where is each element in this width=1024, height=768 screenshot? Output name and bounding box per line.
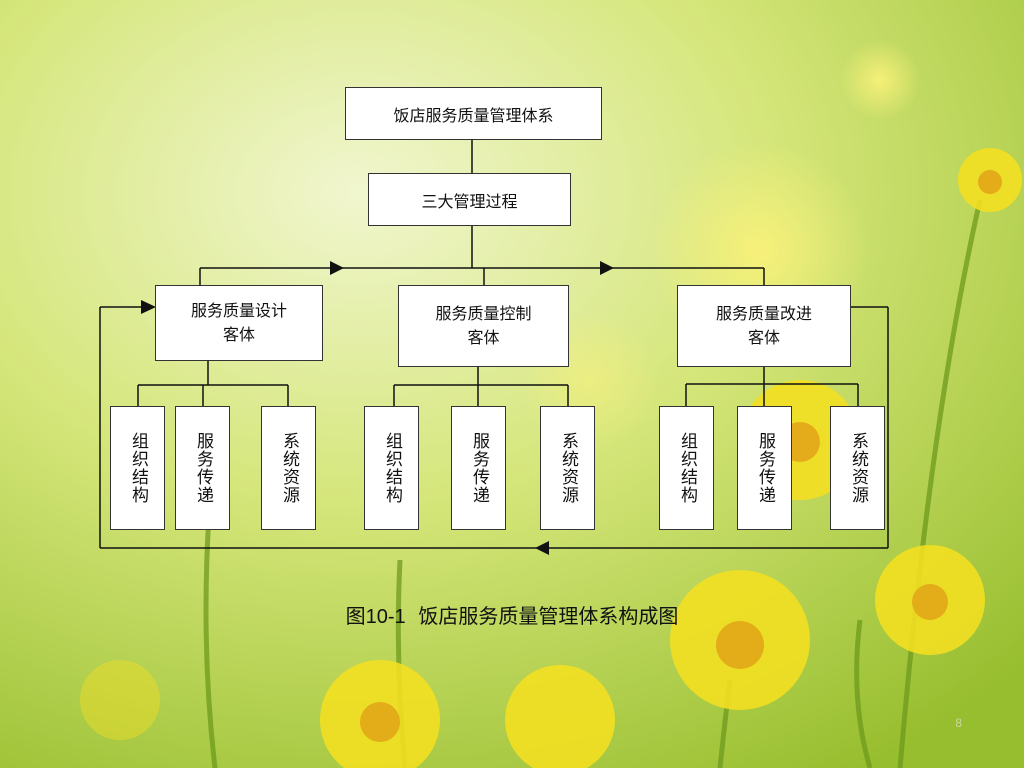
figure-caption: 图10-1 饭店服务质量管理体系构成图 xyxy=(0,600,1024,629)
leaf-node-organization: 组织结构 xyxy=(110,406,165,530)
root-node: 饭店服务质量管理体系 xyxy=(345,87,602,140)
caption-prefix: 图 xyxy=(345,604,366,628)
leaf-node-organization: 组织结构 xyxy=(364,406,419,530)
page-number: 8 xyxy=(955,716,962,730)
design-object-node: 服务质量设计 客体 xyxy=(155,285,323,361)
node-line-2: 客体 xyxy=(222,325,255,344)
leaf-node-system-resources: 系统资源 xyxy=(261,406,316,530)
node-line-1: 服务质量设计 xyxy=(190,301,287,320)
arrow-left-icon xyxy=(535,541,549,555)
arrow-right-icon xyxy=(600,261,614,275)
caption-text: 饭店服务质量管理体系构成图 xyxy=(418,604,679,628)
arrow-right-icon xyxy=(141,300,156,314)
leaf-node-system-resources: 系统资源 xyxy=(540,406,595,530)
caption-number: 10-1 xyxy=(365,606,406,628)
leaf-node-service-delivery: 服务传递 xyxy=(737,406,792,530)
node-line-2: 客体 xyxy=(747,328,780,347)
improvement-object-node: 服务质量改进 客体 xyxy=(677,285,851,367)
arrow-right-icon xyxy=(330,261,344,275)
node-line-1: 服务质量改进 xyxy=(715,304,812,323)
leaf-node-service-delivery: 服务传递 xyxy=(451,406,506,530)
control-object-node: 服务质量控制 客体 xyxy=(398,285,569,367)
process-node: 三大管理过程 xyxy=(368,173,571,226)
leaf-node-service-delivery: 服务传递 xyxy=(175,406,230,530)
node-line-2: 客体 xyxy=(467,328,500,347)
leaf-node-organization: 组织结构 xyxy=(659,406,714,530)
leaf-node-system-resources: 系统资源 xyxy=(830,406,885,530)
node-line-1: 服务质量控制 xyxy=(435,304,532,323)
